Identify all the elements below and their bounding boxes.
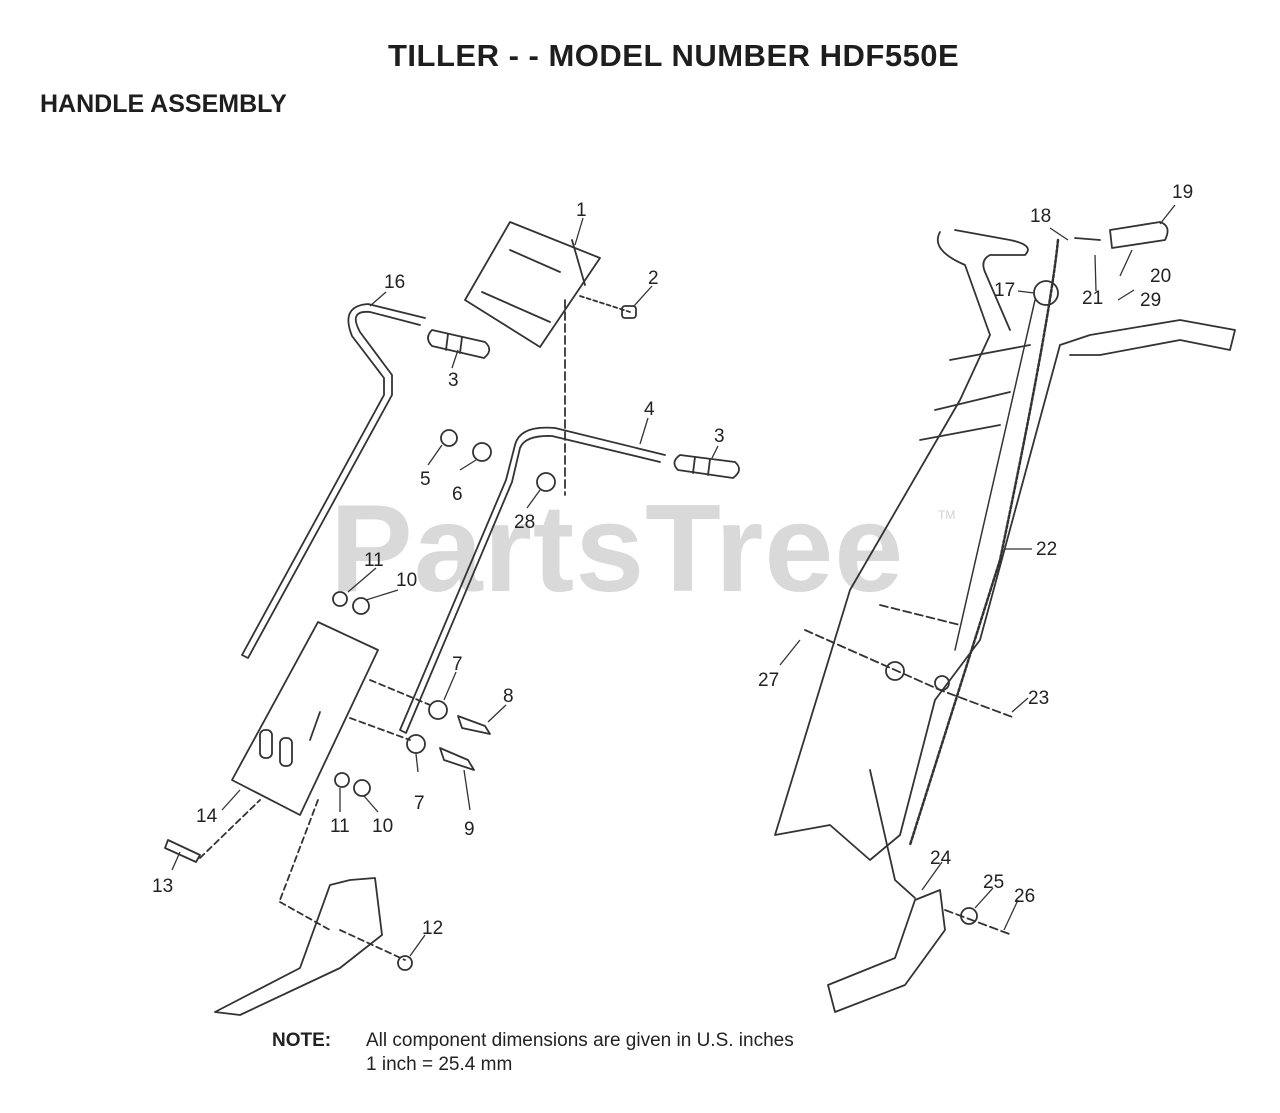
callout-17: 17 bbox=[994, 280, 1015, 301]
note-label: NOTE: bbox=[272, 1030, 332, 1051]
part-11-nut-upper bbox=[332, 591, 348, 607]
callout-1: 1 bbox=[576, 200, 587, 221]
callout-10b: 10 bbox=[372, 816, 393, 837]
part-3-grip-upper bbox=[427, 329, 491, 359]
part-5-nut bbox=[440, 429, 458, 447]
callout-13: 13 bbox=[152, 876, 173, 897]
part-9-bolt bbox=[349, 717, 475, 771]
callout-labels: 1 2 3 4 3 5 6 28 16 11 10 7 8 7 9 11 10 … bbox=[152, 182, 1193, 939]
part-13-bolt bbox=[164, 799, 261, 863]
callout-10a: 10 bbox=[396, 570, 417, 591]
part-8-bolt bbox=[369, 679, 491, 735]
part-10-washer-upper bbox=[352, 597, 370, 615]
part-6-washer bbox=[472, 442, 492, 462]
callout-11a: 11 bbox=[364, 550, 384, 571]
callout-4: 4 bbox=[644, 399, 655, 420]
callout-12: 12 bbox=[422, 918, 443, 939]
callout-24: 24 bbox=[930, 848, 952, 869]
part-2-bolt bbox=[579, 295, 637, 319]
callout-23: 23 bbox=[1028, 688, 1049, 709]
callout-28: 28 bbox=[514, 512, 535, 533]
note-line-2: 1 inch = 25.4 mm bbox=[366, 1054, 513, 1075]
callout-7a: 7 bbox=[452, 654, 463, 675]
part-1-panel bbox=[464, 221, 601, 348]
part-11-nut-lower bbox=[334, 772, 350, 788]
callout-2: 2 bbox=[648, 268, 659, 289]
callout-19: 19 bbox=[1172, 182, 1193, 203]
callout-3b: 3 bbox=[714, 426, 725, 447]
callout-3a: 3 bbox=[448, 370, 459, 391]
callout-20: 20 bbox=[1150, 266, 1171, 287]
part-28-washer bbox=[536, 472, 556, 492]
note-line-1: All component dimensions are given in U.… bbox=[366, 1030, 794, 1051]
callout-14: 14 bbox=[196, 806, 218, 827]
part-14-bracket-plate bbox=[231, 621, 379, 816]
callout-9: 9 bbox=[464, 819, 475, 840]
right-handle-assembly bbox=[774, 221, 1236, 1013]
callout-5: 5 bbox=[420, 469, 431, 490]
callout-8: 8 bbox=[503, 686, 514, 707]
lower-mount-left bbox=[214, 799, 406, 1016]
watermark-tm: TM bbox=[938, 508, 956, 522]
callout-29: 29 bbox=[1140, 290, 1161, 311]
leader-lines bbox=[171, 204, 1176, 957]
callout-6: 6 bbox=[452, 484, 463, 505]
callout-21: 21 bbox=[1082, 288, 1103, 309]
part-7-washer-upper bbox=[428, 700, 448, 720]
page-title: TILLER - - MODEL NUMBER HDF550E bbox=[388, 38, 960, 73]
section-title: HANDLE ASSEMBLY bbox=[40, 90, 287, 118]
callout-7b: 7 bbox=[414, 793, 425, 814]
callout-16: 16 bbox=[384, 272, 405, 293]
part-12-nut bbox=[397, 955, 413, 971]
callout-18: 18 bbox=[1030, 206, 1051, 227]
callout-27: 27 bbox=[758, 670, 779, 691]
part-16-handle-bar bbox=[241, 303, 426, 659]
part-7-washer-lower bbox=[406, 734, 426, 754]
callout-25: 25 bbox=[983, 872, 1004, 893]
part-4-handle-bar bbox=[399, 426, 666, 734]
part-3-grip-right bbox=[673, 454, 740, 479]
callout-22: 22 bbox=[1036, 539, 1057, 560]
part-10-washer-lower bbox=[353, 779, 371, 797]
watermark: PartsTree bbox=[330, 480, 905, 618]
callout-26: 26 bbox=[1014, 886, 1035, 907]
callout-11b: 11 bbox=[330, 816, 350, 837]
